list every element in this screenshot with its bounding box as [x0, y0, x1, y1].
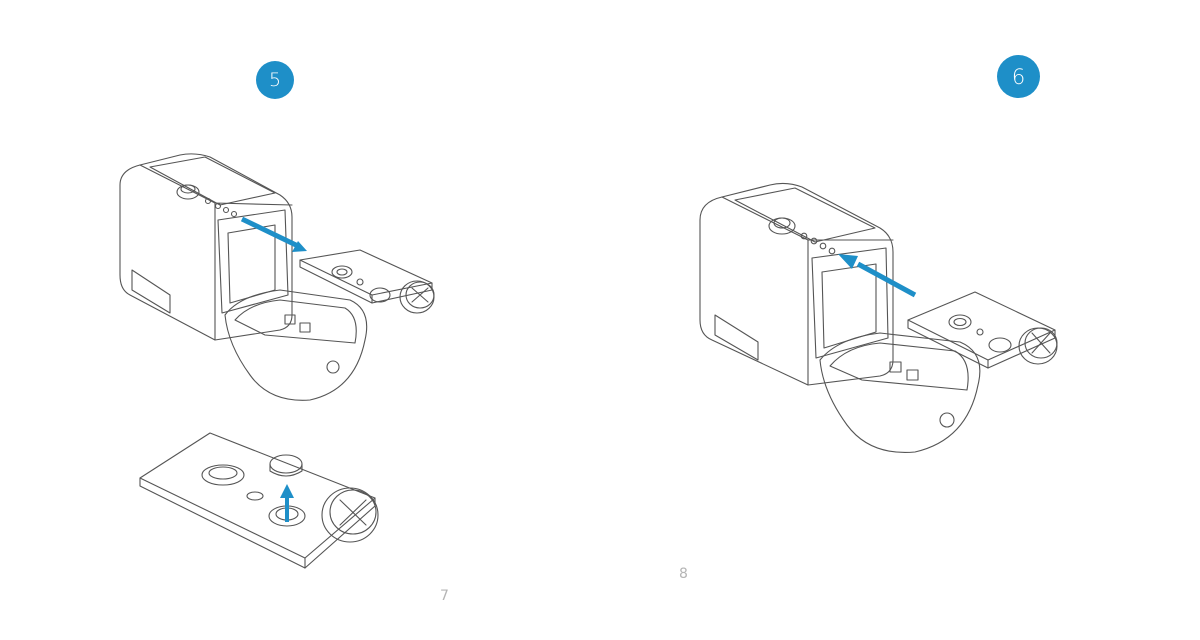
step-5-device-illustration [110, 145, 450, 415]
page-number-right: 8 [679, 566, 688, 582]
page-number-left: 7 [440, 588, 449, 604]
step-6-device-illustration [690, 170, 1070, 470]
step-5-plate-detail [135, 428, 395, 578]
step-6-badge: 6 [997, 55, 1040, 98]
step-5-badge: 5 [256, 61, 294, 99]
